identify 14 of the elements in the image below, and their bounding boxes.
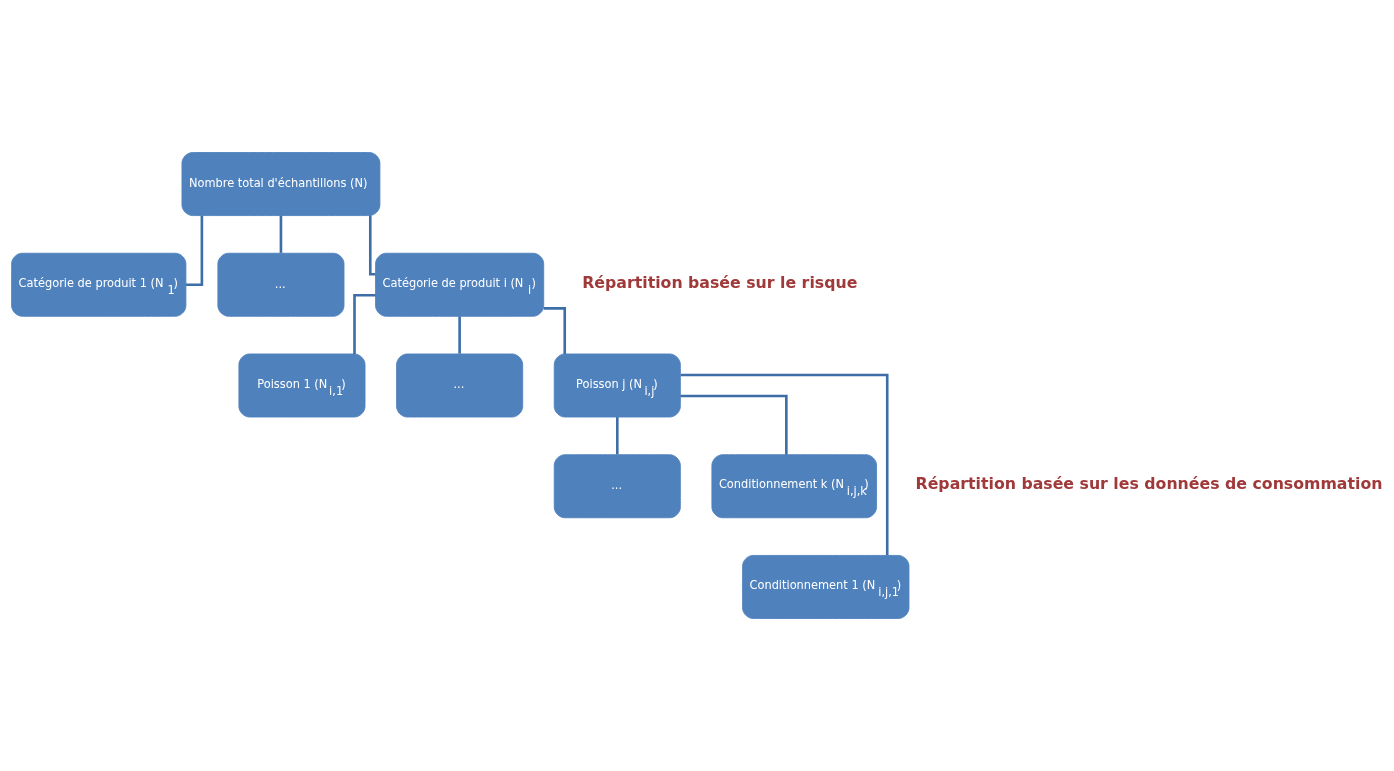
node-box: Nombre total d'échantillons (N)	[181, 152, 381, 216]
node-box: ...	[396, 353, 524, 418]
connector	[368, 215, 376, 276]
connector	[680, 373, 889, 556]
connector	[279, 215, 283, 253]
connector	[615, 417, 619, 455]
connector	[458, 316, 461, 354]
label: Répartition basée sur les données de consommation	[915, 474, 1383, 494]
node-box: ...	[553, 454, 681, 519]
node-box: ...	[217, 252, 345, 317]
connector	[186, 215, 204, 287]
connector	[353, 293, 376, 354]
label: Répartition basée sur le risque	[582, 272, 858, 292]
connector	[680, 394, 788, 455]
